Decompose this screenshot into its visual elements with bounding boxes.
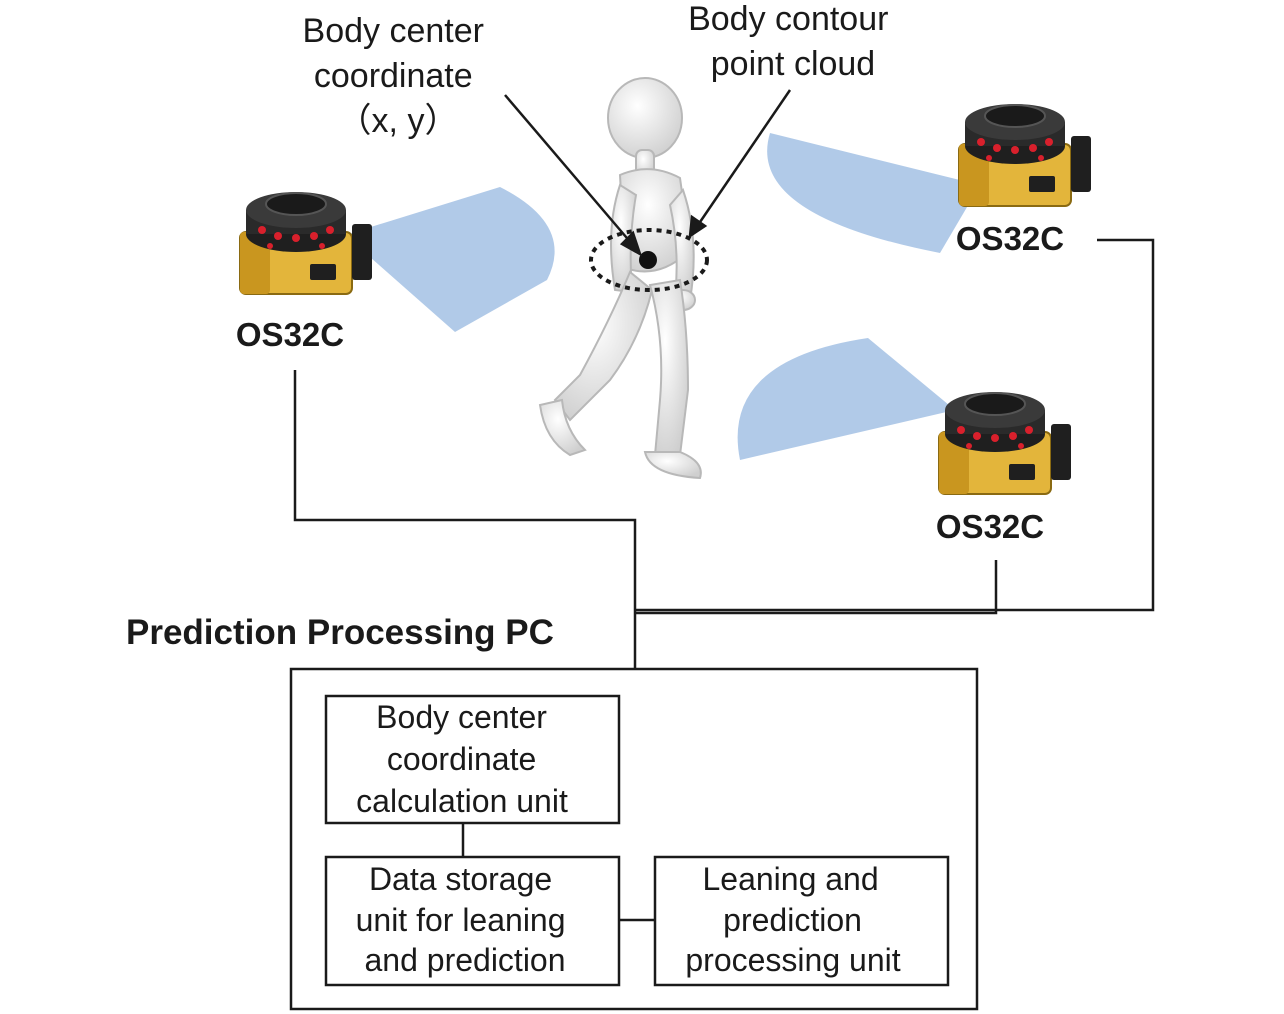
label-body-center: Body center coordinate （x, y）: [303, 12, 494, 140]
arrow-body-center: [504, 94, 633, 245]
unit-box-body-center: [324, 694, 621, 825]
cable-left-sensor: [293, 370, 637, 668]
sensor-label-right-bottom: OS32C: [936, 508, 1044, 545]
cable-right-top-sensor: [635, 238, 1155, 612]
scan-area-right-bottom: [737, 338, 955, 460]
scan-area-left: [345, 187, 555, 332]
body-center-point: [639, 251, 657, 269]
arrowhead-body-center: [619, 230, 643, 257]
unit-label-body-center: Body center coordinate calculation unit: [356, 699, 568, 819]
sensor-right-bottom: [938, 391, 1072, 495]
body-contour-ring: [589, 228, 709, 292]
arrow-body-contour: [696, 89, 792, 226]
scan-area-right-top: [767, 133, 980, 253]
sensor-left: [239, 191, 373, 295]
pc-title: Prediction Processing PC: [126, 613, 554, 652]
sensor-right-top: [958, 103, 1092, 207]
sensor-label-left: OS32C: [236, 316, 344, 353]
label-body-contour: Body contour point cloud: [688, 0, 898, 83]
walking-person-figure: [538, 77, 702, 480]
arrowhead-body-contour: [688, 214, 708, 239]
unit-label-data-storage: Data storage unit for leaning and predic…: [356, 861, 575, 978]
unit-box-data-storage: [324, 855, 621, 987]
sensor-label-right-top: OS32C: [956, 220, 1064, 257]
unit-box-prediction: [653, 855, 950, 987]
unit-label-prediction: Leaning and prediction processing unit: [685, 861, 900, 978]
pc-box: [289, 667, 979, 1011]
cable-right-bottom-sensor: [635, 560, 998, 615]
